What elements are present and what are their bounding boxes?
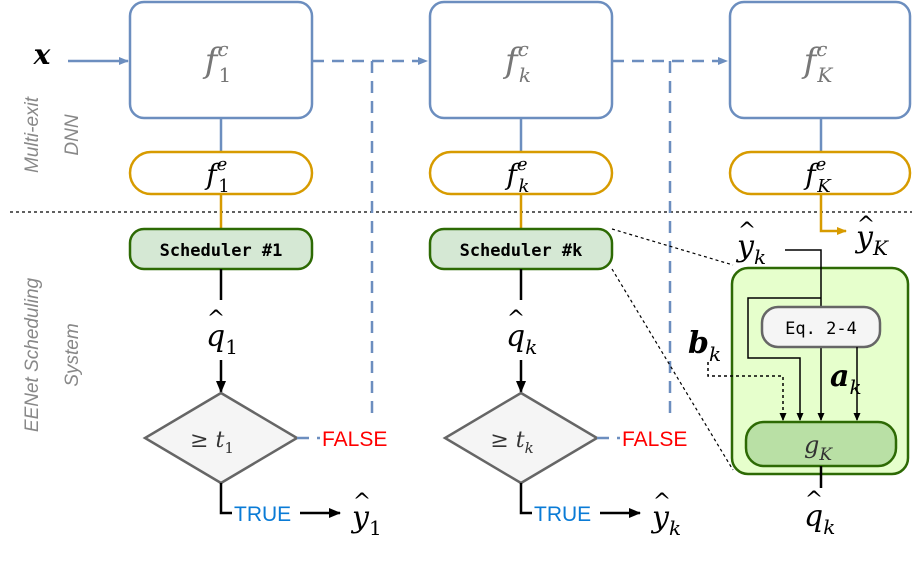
hat-q1: ^ <box>207 307 225 332</box>
false-label-1: FALSE <box>322 428 387 451</box>
hat-detail-y: ^ <box>738 219 756 244</box>
false-label-k: FALSE <box>622 428 687 451</box>
false-label-bg-1 <box>320 426 398 450</box>
hat-qk: ^ <box>507 307 525 332</box>
true-branch-k <box>519 483 641 518</box>
input-x-label: x <box>33 38 51 71</box>
eenet-scheduling-label: EENet Scheduling <box>22 277 43 432</box>
dnn-label: DNN <box>62 114 83 155</box>
false-label-bg-k <box>620 426 698 450</box>
hat-y1: ^ <box>353 490 371 515</box>
system-label: System <box>62 323 83 386</box>
y-to-g-arrow <box>785 249 825 421</box>
decision-k-label: ≥ tk <box>490 428 533 457</box>
multi-exit-label: Multi-exit <box>22 96 43 173</box>
zoom-line-top <box>611 228 734 266</box>
hat-yk: ^ <box>653 490 671 515</box>
true-branch-1 <box>219 483 341 518</box>
hat-detail-q: ^ <box>805 488 823 513</box>
scheduler-k-label: Scheduler #k <box>460 241 583 261</box>
b-to-g-arrow <box>707 362 787 421</box>
true-label-bg-1 <box>232 500 300 526</box>
side-label-scheduling: EENet Scheduling System <box>22 277 83 432</box>
true-label-1: TRUE <box>234 503 291 526</box>
hat-yK: ^ <box>857 213 875 238</box>
equation-box <box>760 305 882 349</box>
true-label-bg-k <box>532 500 600 526</box>
detail-b-label: bk <box>688 326 721 366</box>
final-output-yK: yK <box>854 220 889 260</box>
detail-a-label: ak <box>830 359 862 399</box>
y-branch-arrow <box>747 297 821 421</box>
side-label-multi-exit: Multi-exit DNN <box>22 96 83 173</box>
equation-label: Eq. 2-4 <box>785 319 857 339</box>
q1-label: q1 <box>206 319 238 359</box>
decision-1-label: ≥ t1 <box>190 428 234 457</box>
output-y1: y1 <box>350 500 382 540</box>
g-label: gK <box>804 431 833 465</box>
detail-q-output: qk <box>804 499 835 539</box>
qk-label: qk <box>506 319 537 359</box>
true-label-k: TRUE <box>534 503 591 526</box>
final-output-arrow <box>819 194 847 235</box>
detail-y-input: yk <box>735 229 766 269</box>
scheduler-1-label: Scheduler #1 <box>160 241 283 261</box>
output-yk: yk <box>650 500 681 540</box>
